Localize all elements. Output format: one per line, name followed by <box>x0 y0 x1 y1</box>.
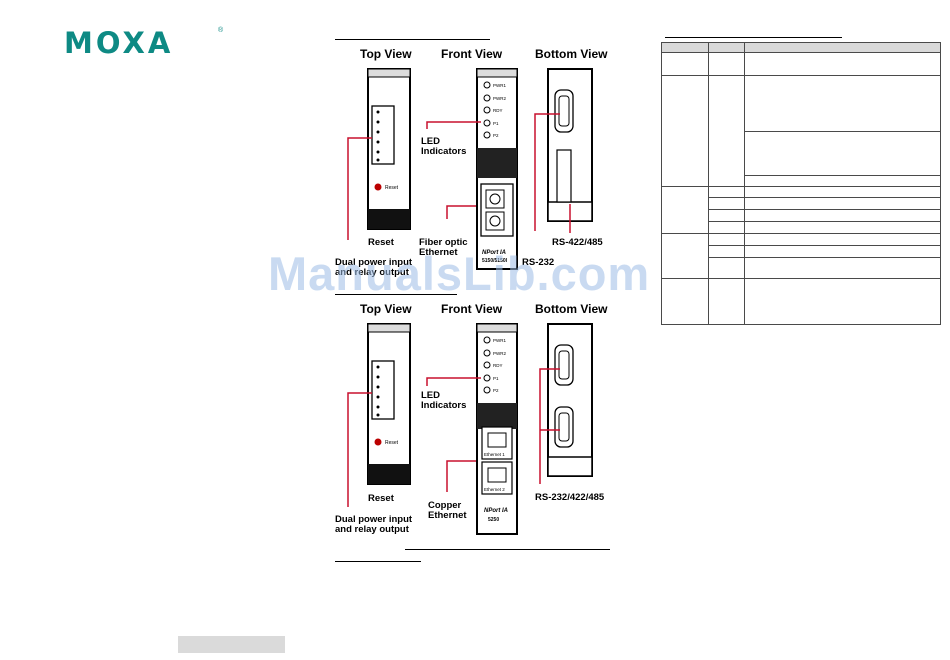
spec-table <box>661 42 941 325</box>
bottom-view-device-2 <box>547 323 593 477</box>
front-view-device: PWR1 PWR2 RDY P1 P2 NPort IA 5150/5150I <box>476 68 518 270</box>
table-header-row <box>661 42 941 53</box>
led-indicators-line2-2: Indicators <box>421 400 466 411</box>
model-name-2: NPort IA <box>484 508 508 514</box>
section-rule-2 <box>335 294 457 295</box>
dual-power-line1-2: Dual power input <box>335 514 413 525</box>
dual-power-line1: Dual power input <box>335 257 413 268</box>
rs-232-422-485-label: RS-232/422/485 <box>535 492 605 503</box>
table-row <box>661 52 941 76</box>
bottom-view-label-2: Bottom View <box>535 302 608 316</box>
footer-gray-bar <box>178 636 285 653</box>
model-number-2: 5250 <box>488 517 499 523</box>
watermark: ManualsLib.com <box>268 247 651 300</box>
diagram-nport-5250: Top View Front View Bottom View Reset PW… <box>335 302 608 535</box>
top-view-device-2: Reset <box>367 323 411 485</box>
led-p2-2: P2 <box>493 388 499 393</box>
ethernet1-label: Ethernet 1 <box>484 452 505 457</box>
led-indicators-line1: LED <box>421 136 440 147</box>
led-p2: P2 <box>493 133 499 138</box>
copper-ethernet-line2: Ethernet <box>428 510 467 521</box>
top-view-label-2: Top View <box>360 302 412 316</box>
moxa-logo: MOXA <box>64 26 174 60</box>
section-rule-1 <box>335 39 490 40</box>
reset-button <box>374 183 382 191</box>
table-row <box>661 233 941 279</box>
table-row <box>661 186 941 234</box>
led-p1-2: P1 <box>493 376 499 381</box>
reset-label: Reset <box>368 237 395 248</box>
led-indicators-line2: Indicators <box>421 146 466 157</box>
fiber-optic-line1: Fiber optic <box>419 237 468 248</box>
table-caption-rule <box>665 37 842 38</box>
table-row <box>661 75 941 187</box>
table-row <box>662 131 941 176</box>
front-view-device-2: PWR1 PWR2 RDY P1 P2 Ethernet 1 Ethernet … <box>476 323 518 535</box>
model-number: 5150/5150I <box>482 258 508 264</box>
diagram-nport-5150: Top View Front View Bottom View Reset PW… <box>335 47 608 278</box>
table-row <box>661 278 941 325</box>
led-indicators-line1-2: LED <box>421 390 440 401</box>
reset-small-label: Reset <box>385 185 399 191</box>
bottom-view-label: Bottom View <box>535 47 608 61</box>
dual-power-line2-2: and relay output <box>335 524 410 535</box>
led-pwr1: PWR1 <box>493 83 506 88</box>
led-pwr2-2: PWR2 <box>493 351 506 356</box>
top-view-device: Reset <box>367 68 411 230</box>
section-rule-3 <box>405 549 610 550</box>
front-view-label: Front View <box>441 47 503 61</box>
led-pwr2: PWR2 <box>493 96 506 101</box>
front-view-label-2: Front View <box>441 302 503 316</box>
rs232-label: RS-232 <box>522 257 554 268</box>
ethernet2-label: Ethernet 2 <box>484 487 505 492</box>
bottom-view-device <box>547 68 593 222</box>
led-rdy-2: RDY <box>493 363 503 368</box>
led-p1: P1 <box>493 121 499 126</box>
top-view-label: Top View <box>360 47 412 61</box>
section-rule-4 <box>335 561 421 562</box>
reset-small-label-2: Reset <box>385 440 399 446</box>
model-name: NPort IA <box>482 250 506 256</box>
led-pwr1-2: PWR1 <box>493 338 506 343</box>
copper-ethernet-line1: Copper <box>428 500 462 511</box>
reset-label-2: Reset <box>368 493 395 504</box>
registered-mark: ® <box>218 27 224 34</box>
dual-power-line2: and relay output <box>335 267 410 278</box>
reset-button-2 <box>374 438 382 446</box>
fiber-optic-line2: Ethernet <box>419 247 458 258</box>
led-rdy: RDY <box>493 108 503 113</box>
rs422-label: RS-422/485 <box>552 237 603 248</box>
